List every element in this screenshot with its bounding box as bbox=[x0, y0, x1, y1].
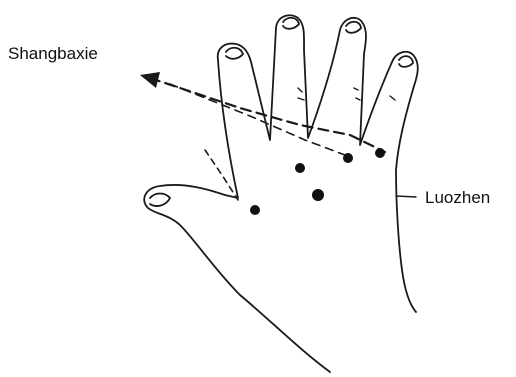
thumb-nail bbox=[150, 194, 170, 207]
middle-nail bbox=[283, 18, 299, 29]
arrow-head bbox=[140, 72, 160, 88]
hand-outline bbox=[144, 15, 418, 372]
luozhen-leader bbox=[396, 196, 416, 197]
acupoint-shangbaxie-3 bbox=[375, 148, 385, 158]
label-shangbaxie: Shangbaxie bbox=[8, 44, 98, 64]
index-nail bbox=[226, 48, 243, 59]
acupoint-shangbaxie-4 bbox=[250, 205, 260, 215]
acupoint-shangbaxie-1 bbox=[295, 163, 305, 173]
ring-nail bbox=[346, 22, 361, 33]
label-luozhen: Luozhen bbox=[425, 188, 490, 208]
acupoint-shangbaxie-2 bbox=[343, 153, 353, 163]
acupoint-luozhen bbox=[312, 189, 324, 201]
shangbaxie-line bbox=[150, 78, 385, 152]
little-nail bbox=[399, 56, 413, 67]
shangbaxie-line-lower bbox=[170, 84, 345, 155]
